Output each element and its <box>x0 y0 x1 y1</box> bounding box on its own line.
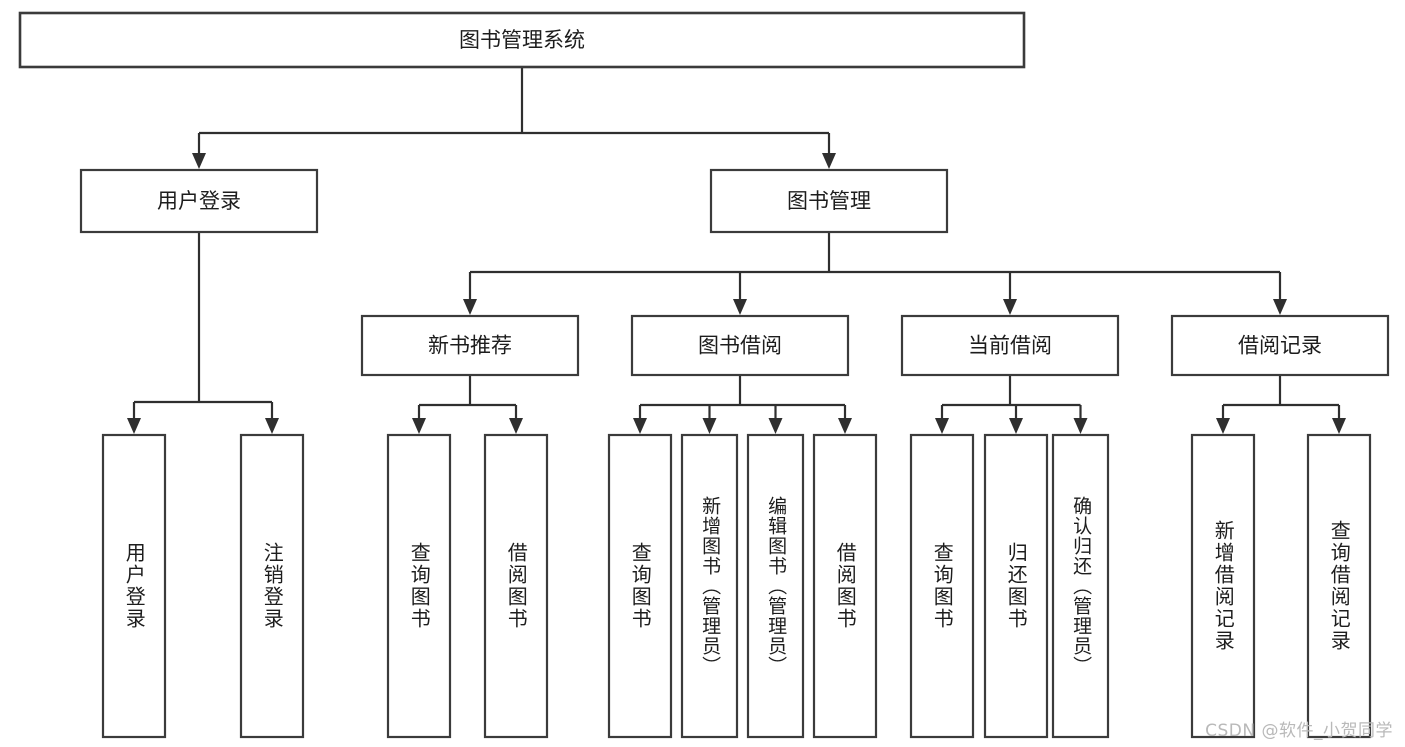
node-box-leaf-borrow-book-rec[interactable] <box>483 433 549 739</box>
node-box-leaf-query-book-current[interactable] <box>909 433 975 739</box>
node-box-leaf-edit-book-admin[interactable] <box>746 433 805 739</box>
borrow-record-to-leaves-arrow-1 <box>1332 418 1346 434</box>
node-box-leaf-logout[interactable] <box>239 433 305 739</box>
current-borrow-to-leaves-arrow-0 <box>935 418 949 434</box>
new-book-recommend-to-leaves-arrow-0 <box>412 418 426 434</box>
node-label-book-borrow: 图书借阅 <box>698 334 782 358</box>
book-manage-to-level3-arrow-0 <box>463 299 477 315</box>
user-login-to-leaves-arrow-1 <box>265 418 279 434</box>
node-box-leaf-query-borrow-record[interactable] <box>1306 433 1372 739</box>
node-box-leaf-user-login[interactable] <box>101 433 167 739</box>
node-box-leaf-add-book-admin[interactable] <box>680 433 739 739</box>
node-label-book-manage: 图书管理 <box>787 189 871 213</box>
root-to-level2-arrow-1 <box>822 153 836 169</box>
node-label-user-login: 用户登录 <box>157 189 241 213</box>
node-label-root: 图书管理系统 <box>459 28 585 52</box>
book-manage-to-level3-arrow-3 <box>1273 299 1287 315</box>
node-box-root[interactable] <box>18 11 1026 69</box>
node-box-leaf-confirm-return-admin[interactable] <box>1051 433 1110 739</box>
book-borrow-to-leaves-arrow-3 <box>838 418 852 434</box>
node-box-leaf-add-borrow-record[interactable] <box>1190 433 1256 739</box>
book-borrow-to-leaves-arrow-1 <box>702 418 717 434</box>
node-box-current-borrow[interactable] <box>900 314 1120 377</box>
node-box-book-borrow[interactable] <box>630 314 850 377</box>
node-label-new-book-recommend: 新书推荐 <box>428 334 512 358</box>
connectors-layer <box>127 67 1346 434</box>
node-box-new-book-recommend[interactable] <box>360 314 580 377</box>
borrow-record-to-leaves-arrow-0 <box>1216 418 1230 434</box>
node-box-book-manage[interactable] <box>709 168 949 234</box>
current-borrow-to-leaves-arrow-2 <box>1073 418 1088 434</box>
new-book-recommend-to-leaves-arrow-1 <box>509 418 523 434</box>
node-box-borrow-record[interactable] <box>1170 314 1390 377</box>
root-to-level2-arrow-0 <box>192 153 206 169</box>
current-borrow-to-leaves-arrow-1 <box>1009 418 1023 434</box>
node-box-leaf-query-book-borrow[interactable] <box>607 433 673 739</box>
book-borrow-to-leaves-arrow-0 <box>633 418 647 434</box>
node-label-current-borrow: 当前借阅 <box>968 334 1052 358</box>
node-box-leaf-return-book[interactable] <box>983 433 1049 739</box>
node-boxes-layer <box>18 11 1390 739</box>
book-manage-to-level3-arrow-1 <box>733 299 747 315</box>
node-label-borrow-record: 借阅记录 <box>1238 334 1322 358</box>
book-manage-to-level3-arrow-2 <box>1003 299 1017 315</box>
node-box-leaf-query-book-rec[interactable] <box>386 433 452 739</box>
book-borrow-to-leaves-arrow-2 <box>768 418 783 434</box>
node-box-leaf-borrow-book[interactable] <box>812 433 878 739</box>
node-box-user-login[interactable] <box>79 168 319 234</box>
user-login-to-leaves-arrow-0 <box>127 418 141 434</box>
